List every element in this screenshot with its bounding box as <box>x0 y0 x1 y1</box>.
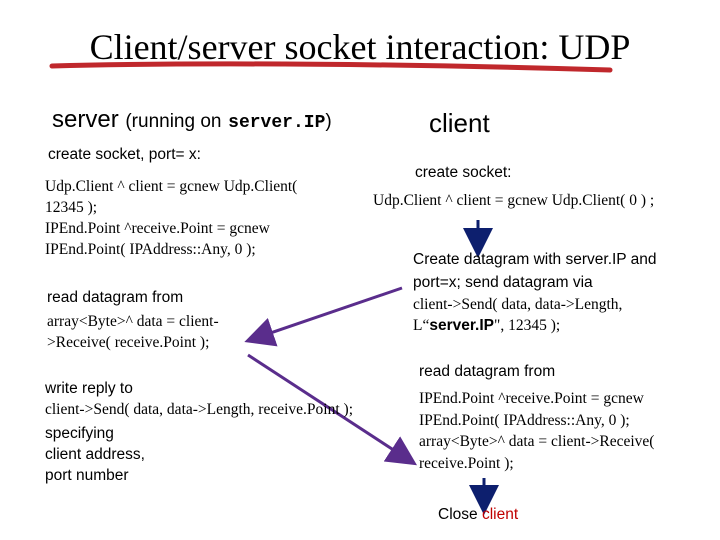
client-create-socket-code: Udp.Client ^ client = gcnew Udp.Client( … <box>373 192 655 209</box>
client-close-label: Close client <box>438 506 518 524</box>
label-line: specifying <box>45 425 114 442</box>
arrow-server-reply-to-client-read <box>247 353 418 466</box>
server-create-socket-label: create socket, port= x: <box>48 146 201 163</box>
server-reply-code: client->Send( data, data->Length, receiv… <box>45 401 353 418</box>
send-code-server-ip: server.IP <box>429 317 495 334</box>
server-read-code: array<Byte>^ data = client- >Receive( re… <box>47 311 219 353</box>
code-line: IPEnd.Point ^receive.Point = gcnew <box>419 390 644 407</box>
client-send-code-line2: L“server.IP", 12345 ); <box>413 317 560 335</box>
code-line: array<Byte>^ data = client->Receive( <box>419 433 655 450</box>
label-line: Create datagram with server.IP and <box>413 251 657 268</box>
code-line: Udp.Client ^ client = gcnew Udp.Client( <box>45 178 298 195</box>
send-code-prefix: L“ <box>413 317 430 334</box>
arrow-client-send-to-server-read <box>244 286 403 347</box>
code-line: 12345 ); <box>45 199 98 216</box>
title-underline <box>49 61 613 73</box>
slide-title: Client/server socket interaction: UDP <box>89 27 631 67</box>
server-read-label: read datagram from <box>47 289 184 306</box>
server-column-heading: server (running on server.IP) <box>52 106 332 134</box>
label-line: client address, <box>45 446 145 463</box>
send-code-suffix: ", 12345 ); <box>494 317 561 334</box>
running-on-label: (running on <box>125 111 222 132</box>
server-reply-label: write reply to <box>45 380 133 397</box>
code-line: IPEnd.Point( IPAddress::Any, 0 ); <box>45 241 256 258</box>
client-column-heading: client <box>429 108 490 138</box>
code-line: >Receive( receive.Point ); <box>47 334 210 351</box>
close-client-word: client <box>481 506 519 523</box>
server-label: server <box>52 106 119 133</box>
client-create-socket-label: create socket: <box>415 164 512 181</box>
client-read-code: IPEnd.Point ^receive.Point = gcnew IPEnd… <box>419 388 654 474</box>
code-line: array<Byte>^ data = client- <box>47 313 219 330</box>
client-read-label: read datagram from <box>419 363 556 380</box>
client-send-code-line1: client->Send( data, data->Length, <box>413 296 623 313</box>
code-line: IPEnd.Point( IPAddress::Any, 0 ); <box>419 411 630 429</box>
label-line: port number <box>45 467 129 484</box>
code-line: IPEnd.Point ^receive.Point = gcnew <box>45 220 270 237</box>
close-prefix: Close <box>438 506 482 523</box>
client-datagram-label: Create datagram with server.IP and port=… <box>413 248 657 294</box>
server-reply-label-rest: specifying client address, port number <box>45 423 145 486</box>
server-create-socket-code: Udp.Client ^ client = gcnew Udp.Client( … <box>45 176 297 260</box>
label-line: port=x; send datagram via <box>413 274 593 291</box>
code-line: receive.Point ); <box>419 454 514 472</box>
server-ip-label: server.IP <box>228 113 326 133</box>
server-heading-close-paren: ) <box>325 111 332 132</box>
